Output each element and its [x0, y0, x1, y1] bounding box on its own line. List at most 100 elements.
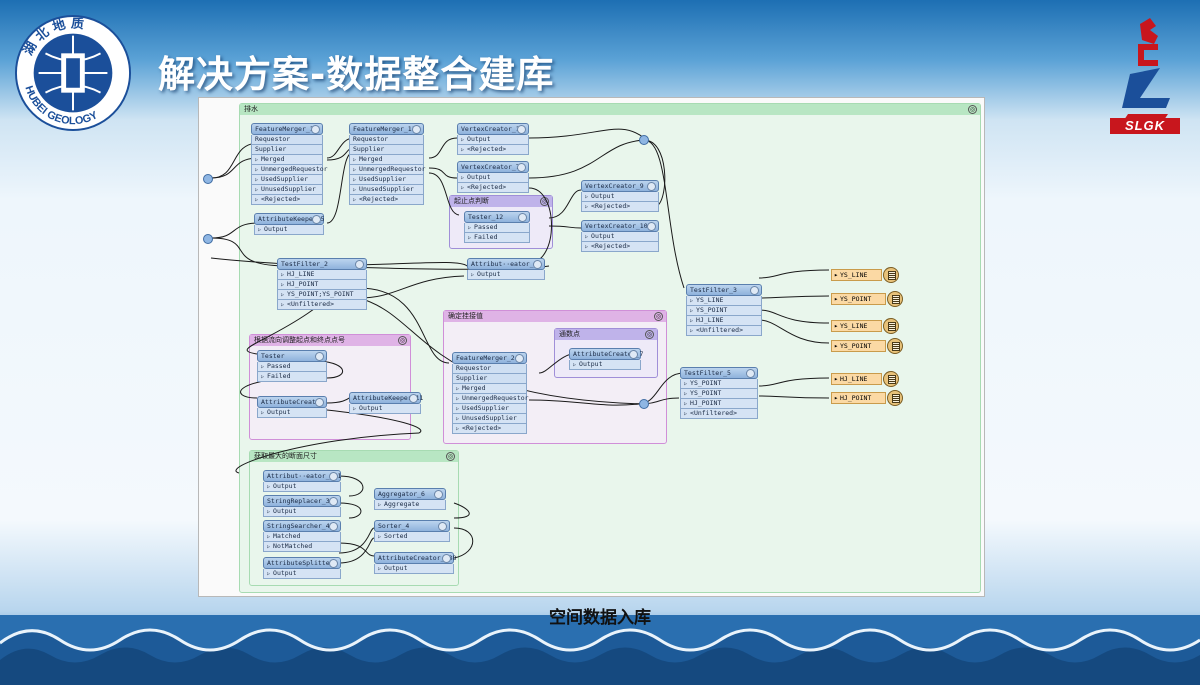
- output-port[interactable]: UnusedSupplier: [452, 414, 527, 424]
- input-port[interactable]: Supplier: [251, 145, 323, 155]
- transformer-settings-icon[interactable]: [750, 286, 759, 295]
- input-port[interactable]: Requestor: [452, 364, 527, 374]
- transformer-settings-icon[interactable]: [434, 490, 443, 499]
- output-port[interactable]: <Rejected>: [452, 424, 527, 434]
- output-port[interactable]: UnmergedRequestor: [349, 165, 426, 175]
- output-port[interactable]: Output: [257, 408, 327, 418]
- input-port[interactable]: Requestor: [251, 135, 323, 145]
- output-port[interactable]: <Unfiltered>: [277, 300, 367, 310]
- transformer-tester[interactable]: Tester Passed Failed: [257, 350, 327, 382]
- output-port[interactable]: Output: [254, 225, 324, 235]
- transformer-settings-icon[interactable]: [647, 222, 656, 231]
- transformer-settings-icon[interactable]: [746, 369, 755, 378]
- output-port[interactable]: UnmergedRequestor: [251, 165, 328, 175]
- transformer-attributecreator[interactable]: AttributeCreator Output: [257, 396, 327, 418]
- output-port[interactable]: Aggregate: [374, 500, 446, 510]
- input-port-1[interactable]: [203, 174, 213, 184]
- transformer-attributecreator-111[interactable]: Attribut··eator_111 Output: [263, 470, 341, 492]
- output-port[interactable]: <Rejected>: [581, 202, 659, 212]
- transformer-attributesplitter[interactable]: AttributeSplitter Output: [263, 557, 341, 579]
- transformer-sorter-4[interactable]: Sorter_4 Sorted: [374, 520, 450, 542]
- output-port[interactable]: UnusedSupplier: [251, 185, 323, 195]
- transformer-settings-icon[interactable]: [329, 559, 338, 568]
- transformer-settings-icon[interactable]: [329, 522, 338, 531]
- transformer-settings-icon[interactable]: [517, 125, 526, 134]
- transformer-testfilter-5[interactable]: TestFilter_5 YS_POINT YS_POINT HJ_POINT …: [680, 367, 758, 419]
- transformer-settings-icon[interactable]: [329, 472, 338, 481]
- transformer-attributecreator-238[interactable]: AttributeCreator_238 Output: [374, 552, 456, 574]
- writer-ys-line[interactable]: YS_LINE: [831, 267, 900, 283]
- transformer-featuremerger-10[interactable]: FeatureMerger_10 Requestor Supplier Merg…: [251, 123, 328, 205]
- output-port[interactable]: HJ_LINE: [686, 316, 762, 326]
- output-port[interactable]: UnmergedRequestor: [452, 394, 529, 404]
- transformer-vertexcreator-7[interactable]: VertexCreator_7 Output <Rejected>: [457, 161, 529, 193]
- transformer-attributekeeper-11[interactable]: AttributeKeeper_11 Output: [349, 392, 423, 414]
- output-port[interactable]: <Unfiltered>: [680, 409, 758, 419]
- output-port[interactable]: UnusedSupplier: [349, 185, 424, 195]
- output-port[interactable]: Sorted: [374, 532, 450, 542]
- transformer-settings-icon[interactable]: [518, 213, 527, 222]
- transformer-settings-icon[interactable]: [412, 125, 421, 134]
- output-port[interactable]: Output: [263, 569, 341, 579]
- output-port[interactable]: Output: [349, 404, 421, 414]
- transformer-settings-icon[interactable]: [438, 522, 447, 531]
- output-port[interactable]: Passed: [464, 223, 530, 233]
- transformer-attributecreator-7[interactable]: AttributeCreator_7 Output: [569, 348, 643, 370]
- output-port[interactable]: Output: [457, 135, 529, 145]
- writer-ys-point-2[interactable]: YS_POINT: [831, 338, 904, 354]
- group-close-icon[interactable]: ◎: [645, 330, 654, 339]
- output-port[interactable]: YS_LINE: [686, 296, 762, 306]
- output-port[interactable]: Output: [581, 192, 659, 202]
- output-port[interactable]: <Rejected>: [457, 183, 529, 193]
- transformer-settings-icon[interactable]: [355, 260, 364, 269]
- fme-workspace[interactable]: 排水◎ 起止点判断◎ 根据流向调整起点和终点点号◎ 确定挂接值◎ 通数点◎ 获取…: [198, 97, 985, 597]
- input-port[interactable]: Supplier: [452, 374, 527, 384]
- output-port[interactable]: <Rejected>: [457, 145, 529, 155]
- output-port[interactable]: Output: [569, 360, 641, 370]
- transformer-vertexcreator-9[interactable]: VertexCreator_9 Output <Rejected>: [581, 180, 659, 212]
- writer-hj-point[interactable]: HJ_POINT: [831, 390, 904, 406]
- group-close-icon[interactable]: ◎: [654, 312, 663, 321]
- output-port[interactable]: Merged: [251, 155, 323, 165]
- transformer-settings-icon[interactable]: [517, 163, 526, 172]
- transformer-settings-icon[interactable]: [515, 354, 524, 363]
- transformer-aggregator-6[interactable]: Aggregator_6 Aggregate: [374, 488, 446, 510]
- transformer-settings-icon[interactable]: [311, 125, 320, 134]
- transformer-tester-12[interactable]: Tester_12 Passed Failed: [464, 211, 530, 243]
- transformer-settings-icon[interactable]: [315, 398, 324, 407]
- writer-ys-line-2[interactable]: YS_LINE: [831, 318, 900, 334]
- output-port[interactable]: YS_POINT: [680, 389, 758, 399]
- output-port[interactable]: YS_POINT;YS_POINT: [277, 290, 367, 300]
- output-port[interactable]: <Unfiltered>: [686, 326, 762, 336]
- transformer-settings-icon[interactable]: [315, 352, 324, 361]
- transformer-stringreplacer-3[interactable]: StringReplacer_3 Output: [263, 495, 341, 517]
- output-port[interactable]: HJ_POINT: [680, 399, 758, 409]
- output-port[interactable]: Output: [467, 270, 545, 280]
- writer-ys-point[interactable]: YS_POINT: [831, 291, 904, 307]
- transformer-testfilter-3[interactable]: TestFilter_3 YS_LINE YS_POINT HJ_LINE <U…: [686, 284, 762, 336]
- transformer-testfilter-2[interactable]: TestFilter_2 HJ_LINE HJ_POINT YS_POINT;Y…: [277, 258, 367, 310]
- output-port[interactable]: Merged: [349, 155, 424, 165]
- transformer-featuremerger-11[interactable]: FeatureMerger_11 Requestor Supplier Merg…: [349, 123, 426, 205]
- output-port[interactable]: YS_POINT: [686, 306, 762, 316]
- output-port[interactable]: Merged: [452, 384, 527, 394]
- transformer-settings-icon[interactable]: [647, 182, 656, 191]
- output-port[interactable]: Output: [374, 564, 454, 574]
- output-port[interactable]: <Rejected>: [251, 195, 323, 205]
- group-close-icon[interactable]: ◎: [446, 452, 455, 461]
- output-port[interactable]: UsedSupplier: [251, 175, 323, 185]
- output-port[interactable]: Failed: [464, 233, 530, 243]
- transformer-settings-icon[interactable]: [312, 215, 321, 224]
- output-port[interactable]: Output: [457, 173, 529, 183]
- transformer-vertexcreator-10[interactable]: VertexCreator_10 Output <Rejected>: [581, 220, 659, 252]
- output-port[interactable]: UsedSupplier: [349, 175, 424, 185]
- group-close-icon[interactable]: ◎: [398, 336, 407, 345]
- junction-1[interactable]: [639, 135, 649, 145]
- output-port[interactable]: UsedSupplier: [452, 404, 527, 414]
- transformer-featuremerger-2[interactable]: FeatureMerger_2 Requestor Supplier Merge…: [452, 352, 529, 434]
- output-port[interactable]: <Rejected>: [349, 195, 424, 205]
- transformer-settings-icon[interactable]: [533, 260, 542, 269]
- writer-hj-line[interactable]: HJ_LINE: [831, 371, 900, 387]
- junction-2[interactable]: [639, 399, 649, 409]
- output-port[interactable]: Passed: [257, 362, 327, 372]
